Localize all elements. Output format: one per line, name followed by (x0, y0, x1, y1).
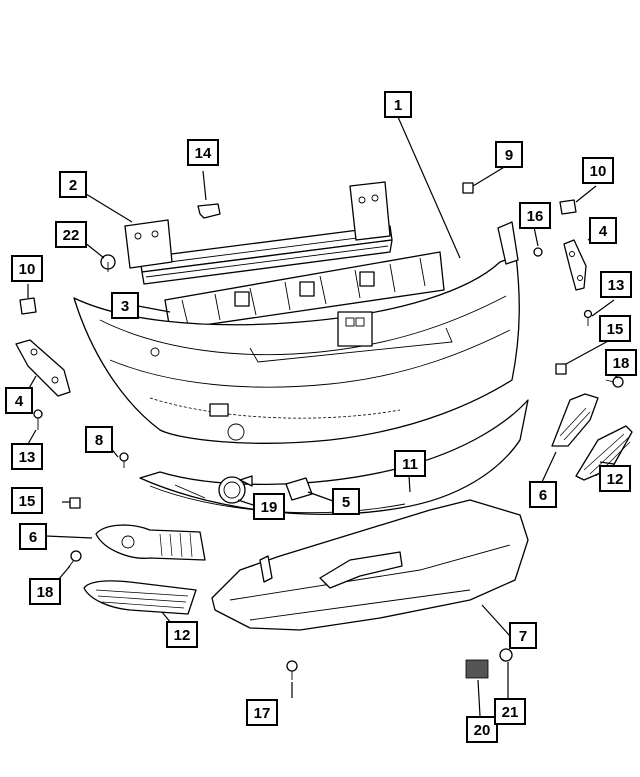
callout-label-19: 19 (261, 499, 278, 516)
callout-label-13-right: 13 (608, 277, 625, 294)
callout-label-17: 17 (254, 705, 271, 722)
callout-6-right: 6 (529, 481, 557, 508)
callout-1: 1 (384, 91, 412, 118)
screw-13-left (33, 409, 43, 419)
callout-14: 14 (187, 139, 219, 166)
callout-label-8: 8 (95, 432, 103, 449)
callout-10-left: 10 (11, 255, 43, 282)
energy-absorber (164, 251, 445, 331)
screw-18-left (70, 550, 82, 562)
callout-label-11: 11 (402, 456, 418, 473)
screw-16 (533, 247, 543, 257)
callout-8: 8 (85, 426, 113, 453)
callout-label-21: 21 (502, 704, 519, 721)
callout-9: 9 (495, 141, 523, 168)
callout-label-2: 2 (69, 177, 77, 194)
callout-16: 16 (519, 202, 551, 229)
callout-label-9: 9 (505, 147, 513, 164)
nut-15-right (555, 363, 567, 375)
callout-15-left: 15 (11, 487, 43, 514)
callout-18-right: 18 (605, 349, 637, 376)
callout-label-12-right: 12 (607, 471, 624, 488)
bracket-left (15, 339, 71, 397)
screw-18-right (612, 376, 624, 388)
bumper-fascia (73, 221, 520, 444)
nut-10-right (559, 199, 577, 215)
callout-18-left: 18 (29, 578, 61, 605)
callout-label-20: 20 (474, 722, 491, 739)
fasteners (19, 182, 624, 680)
callout-4-right: 4 (589, 217, 617, 244)
callout-2: 2 (59, 171, 87, 198)
callout-17: 17 (246, 699, 278, 726)
callout-label-13-left: 13 (19, 449, 36, 466)
callout-label-7: 7 (519, 628, 527, 645)
nut-15-left (69, 497, 81, 509)
callout-19: 19 (253, 493, 285, 520)
callout-15-right: 15 (599, 315, 631, 342)
fog-lamp (218, 475, 253, 504)
callout-label-18-left: 18 (37, 584, 54, 601)
callout-5: 5 (332, 488, 360, 515)
callout-12-left: 12 (166, 621, 198, 648)
callout-11: 11 (394, 450, 426, 477)
callout-label-14: 14 (195, 145, 212, 162)
callout-label-4-right: 4 (599, 223, 608, 240)
callout-21: 21 (494, 698, 526, 725)
callout-label-5: 5 (342, 494, 350, 511)
callout-3: 3 (111, 292, 139, 319)
callout-label-6-left: 6 (29, 529, 37, 546)
splash-shield (211, 499, 529, 631)
bracket-small (197, 203, 221, 219)
screw-13-right (583, 309, 593, 319)
callout-13-left: 13 (11, 443, 43, 470)
callout-13-right: 13 (600, 271, 632, 298)
callout-label-1: 1 (394, 97, 402, 114)
fog-bezel-right (551, 393, 599, 447)
callout-7: 7 (509, 622, 537, 649)
callout-label-15-left: 15 (19, 493, 36, 510)
reinforcement-beam (124, 181, 393, 285)
callout-6-left: 6 (19, 523, 47, 550)
callout-22: 22 (55, 221, 87, 248)
pin-8 (119, 452, 129, 462)
callout-label-12-left: 12 (174, 627, 191, 644)
callout-label-16: 16 (527, 208, 544, 225)
fog-bezel-left (95, 524, 206, 561)
grille-left (83, 580, 197, 615)
clip-21 (499, 648, 513, 662)
callout-20: 20 (466, 716, 498, 743)
callout-4-left: 4 (5, 387, 33, 414)
callout-label-15-right: 15 (607, 321, 624, 338)
pad-20 (465, 659, 489, 679)
callout-label-10-right: 10 (590, 163, 607, 180)
nut-10-left (19, 297, 37, 315)
callout-10-right: 10 (582, 157, 614, 184)
callout-label-10-left: 10 (19, 261, 36, 278)
callout-label-3: 3 (121, 298, 129, 315)
clip-9 (462, 182, 474, 194)
pushpin-17 (286, 660, 298, 672)
callout-label-22: 22 (63, 227, 80, 244)
bracket-right (563, 239, 587, 291)
callout-label-18-right: 18 (613, 355, 630, 372)
callout-label-4-left: 4 (15, 393, 24, 410)
callout-12-right: 12 (599, 465, 631, 492)
callout-label-6-right: 6 (539, 487, 547, 504)
